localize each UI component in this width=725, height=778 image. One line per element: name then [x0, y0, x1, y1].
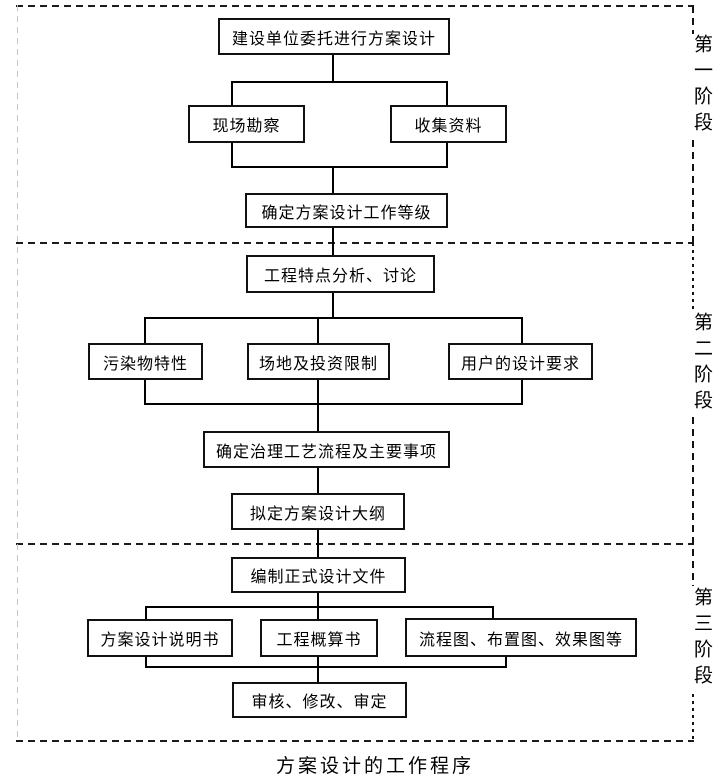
- connector: [492, 606, 494, 618]
- connector: [317, 530, 319, 557]
- flow-node-process-and-items: 确定治理工艺流程及主要事项: [203, 431, 450, 468]
- boundary-right-seg3: [692, 243, 694, 311]
- connector: [317, 317, 319, 343]
- flow-node-formal-documents: 编制正式设计文件: [231, 557, 406, 593]
- flow-node-review-approve: 审核、修改、审定: [232, 682, 407, 718]
- connector: [521, 317, 523, 343]
- connector: [317, 666, 319, 682]
- connector: [332, 228, 334, 255]
- connector: [145, 657, 147, 668]
- connector: [317, 380, 319, 405]
- connector: [231, 166, 448, 168]
- boundary-stage2-stage3: [16, 543, 694, 545]
- connector: [521, 380, 523, 405]
- boundary-bottom: [16, 740, 694, 742]
- stage-label-1: 第一阶段: [691, 34, 712, 138]
- flow-node-feature-analysis: 工程特点分析、讨论: [246, 255, 435, 293]
- boundary-top: [16, 5, 694, 7]
- connector: [317, 403, 319, 431]
- connector: [145, 606, 494, 608]
- connector: [317, 606, 319, 619]
- connector: [145, 666, 507, 668]
- stage-label-3: 第三阶段: [691, 587, 712, 691]
- connector: [144, 317, 146, 343]
- connector: [231, 143, 233, 168]
- boundary-right-seg1: [692, 6, 694, 34]
- flow-node-collect-data: 收集资料: [390, 105, 507, 143]
- flow-node-user-requirements: 用户的设计要求: [448, 343, 593, 380]
- connector: [317, 468, 319, 493]
- connector: [231, 81, 448, 83]
- stage-label-2: 第二阶段: [691, 312, 712, 416]
- connector: [317, 657, 319, 668]
- boundary-right-seg4: [692, 417, 694, 586]
- boundary-right-seg2: [692, 140, 694, 243]
- flow-node-drawings: 流程图、布置图、效果图等: [405, 618, 637, 657]
- flow-node-site-investment: 场地及投资限制: [247, 343, 390, 380]
- connector: [505, 657, 507, 668]
- connector: [317, 593, 319, 608]
- diagram-caption: 方案设计的工作程序: [275, 756, 474, 777]
- connector: [144, 317, 523, 319]
- connector: [446, 81, 448, 107]
- connector: [332, 166, 334, 193]
- connector: [231, 81, 233, 107]
- connector: [144, 403, 523, 405]
- connector: [145, 606, 147, 619]
- boundary-left: [17, 5, 18, 741]
- flow-node-design-manual: 方案设计说明书: [87, 619, 233, 657]
- connector: [144, 380, 146, 405]
- boundary-stage1-stage2: [16, 242, 694, 244]
- connector: [332, 55, 334, 82]
- flow-node-work-grade: 确定方案设计工作等级: [245, 193, 448, 228]
- flow-node-site-survey: 现场勘察: [188, 105, 305, 143]
- flow-node-budget-book: 工程概算书: [260, 619, 378, 657]
- connector: [332, 293, 334, 319]
- connector: [446, 143, 448, 168]
- flow-node-pollutant-traits: 污染物特性: [88, 343, 203, 380]
- boundary-right-seg5: [692, 694, 694, 741]
- flow-node-entrust-design: 建设单位委托进行方案设计: [218, 18, 450, 55]
- flow-node-design-outline: 拟定方案设计大纲: [231, 493, 405, 530]
